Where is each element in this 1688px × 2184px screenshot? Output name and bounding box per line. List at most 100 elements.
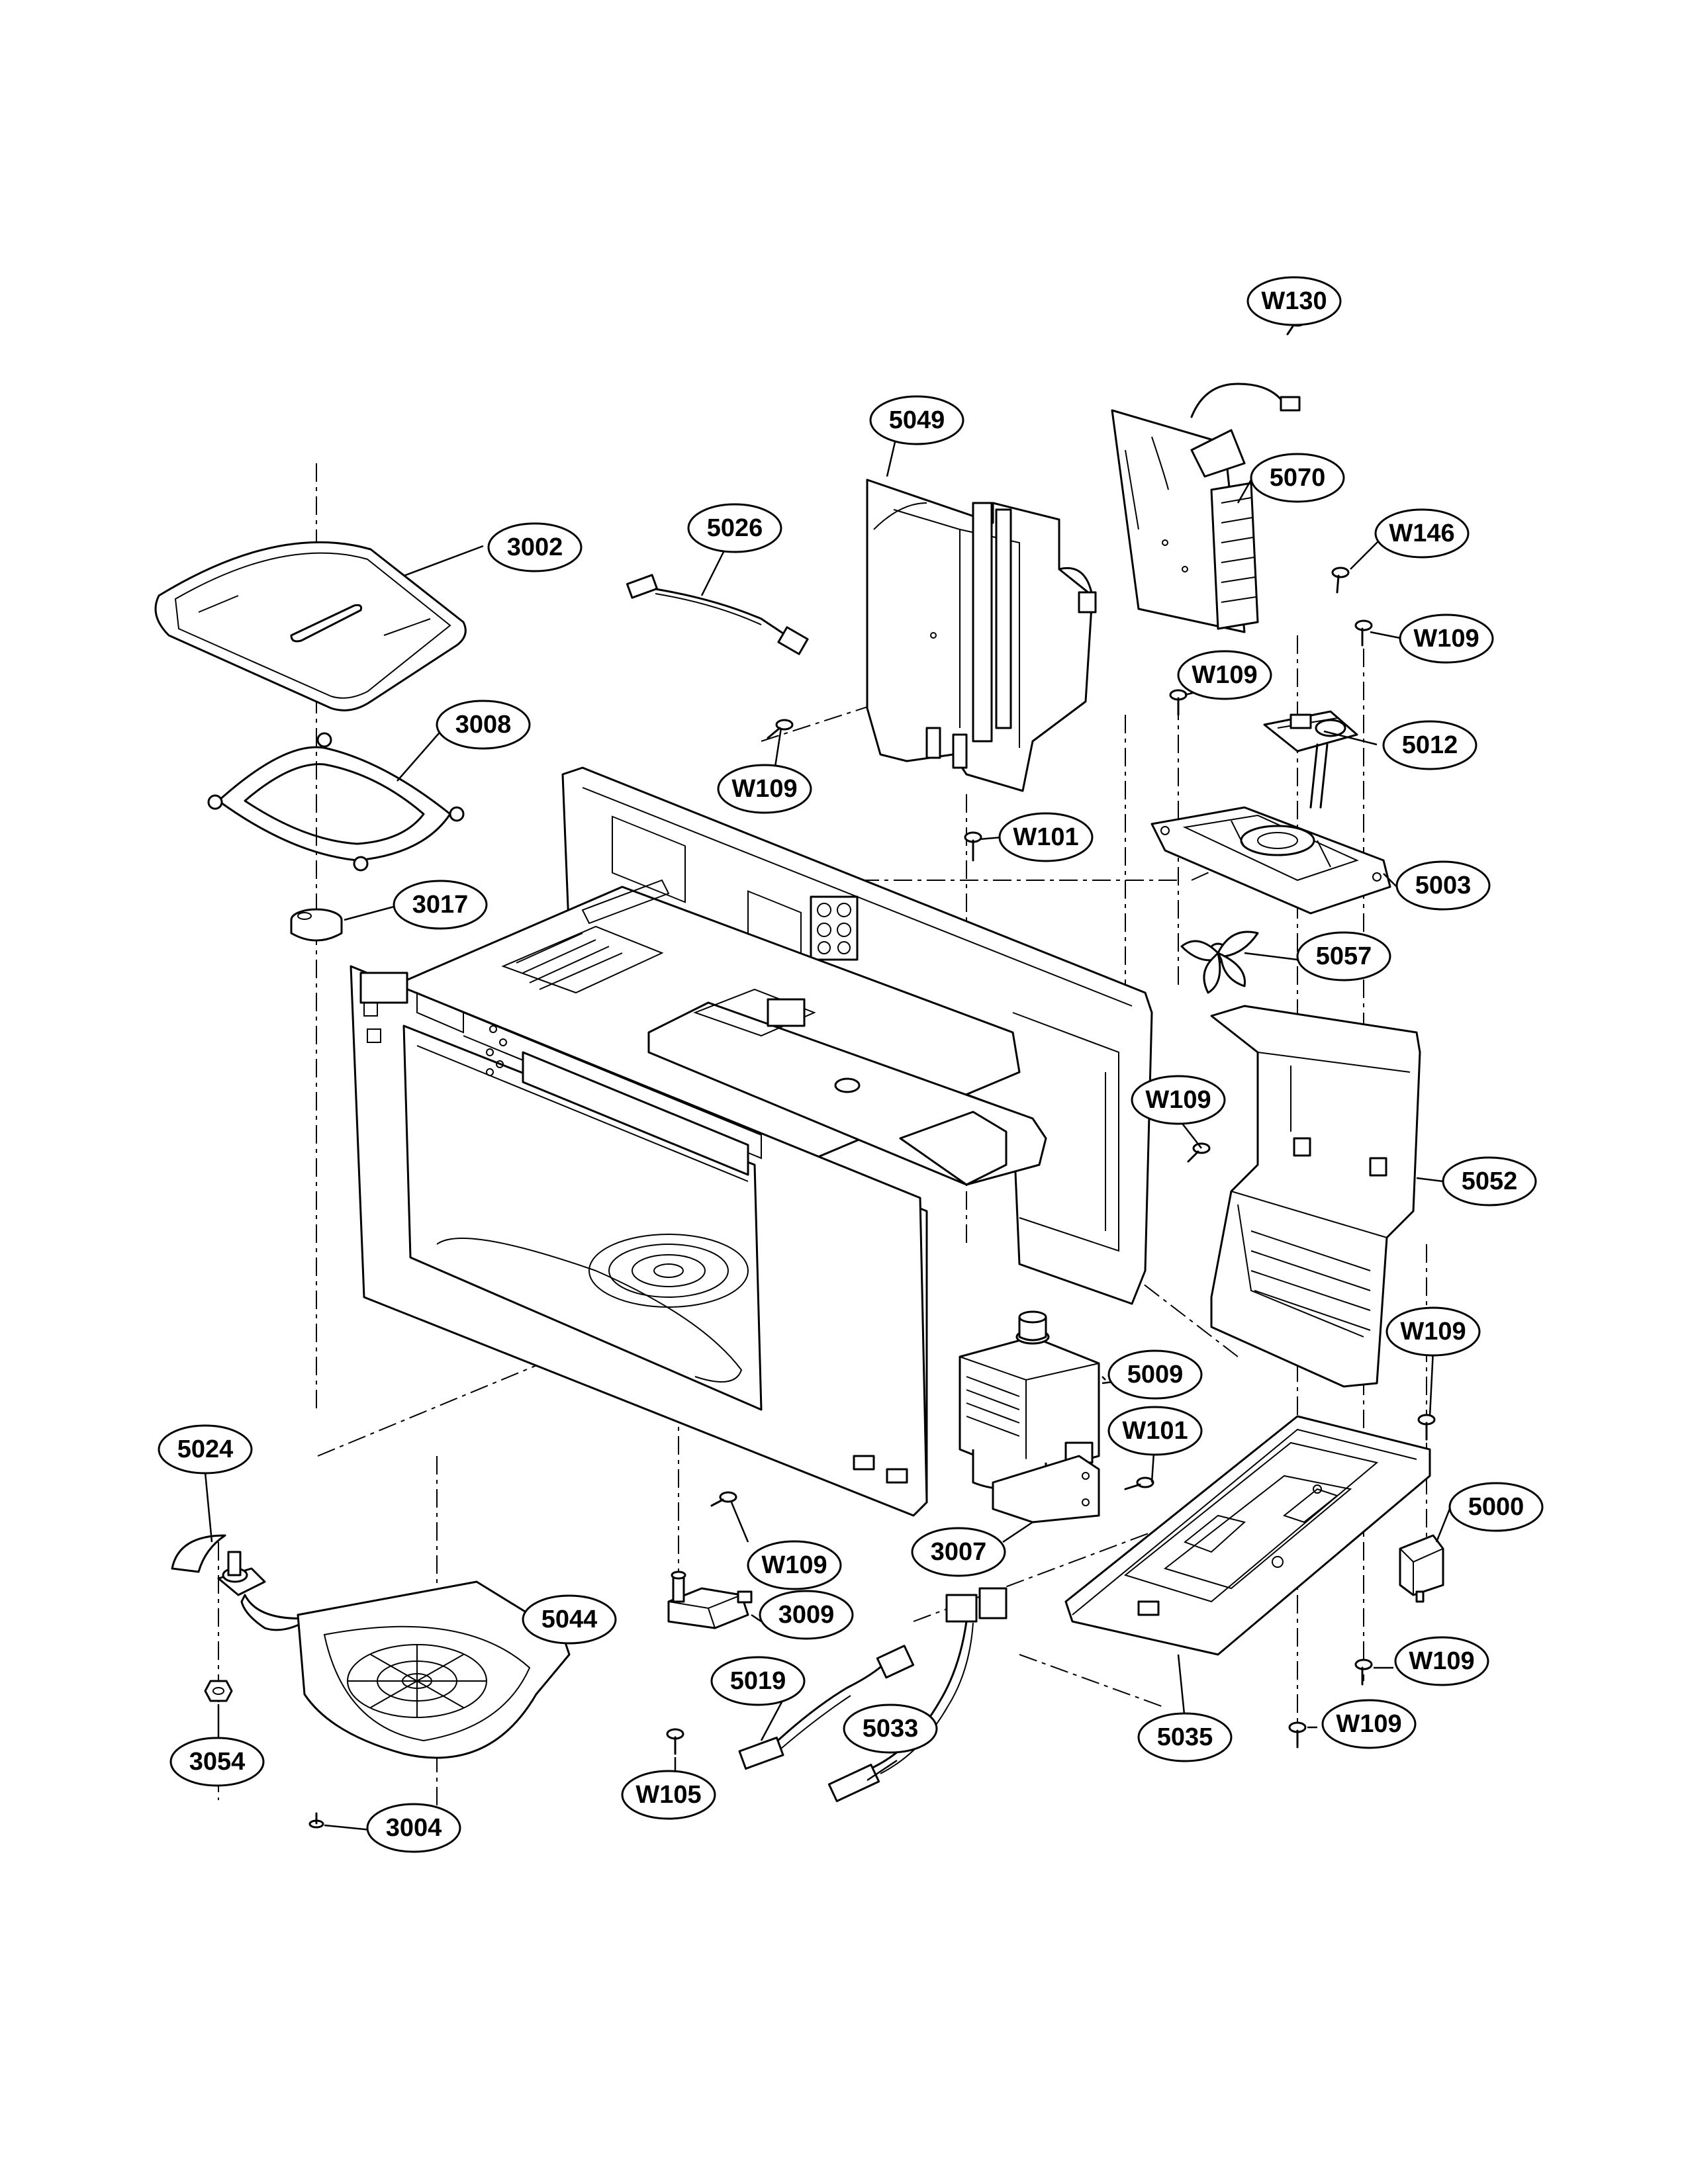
- callout-w109-d[interactable]: W109: [1131, 1075, 1226, 1125]
- glass-tray-3002: [154, 541, 467, 711]
- screw-w109-a: [1354, 619, 1373, 647]
- callout-5009[interactable]: 5009: [1107, 1349, 1203, 1400]
- fan-blade-5057: [1180, 931, 1259, 994]
- main-cavity: [350, 766, 1153, 1517]
- callout-w109-b[interactable]: W109: [1177, 650, 1272, 700]
- svg-text:5000: 5000: [1468, 1493, 1524, 1521]
- svg-text:5012: 5012: [1402, 731, 1458, 759]
- callout-5026[interactable]: 5026: [687, 503, 782, 553]
- callout-3004[interactable]: 3004: [366, 1803, 461, 1853]
- svg-text:3004: 3004: [386, 1814, 442, 1842]
- callout-w109-e[interactable]: W109: [1385, 1306, 1481, 1357]
- fan-bracket-5003: [1150, 806, 1391, 915]
- callout-w109-a[interactable]: W109: [1399, 614, 1494, 664]
- callout-3008[interactable]: 3008: [436, 700, 531, 750]
- screw-w105: [666, 1728, 684, 1755]
- stirrer-5024: [171, 1534, 312, 1631]
- callout-w105[interactable]: W105: [621, 1770, 716, 1820]
- magnetron-5009: [959, 1310, 1100, 1490]
- svg-text:W146: W146: [1389, 520, 1454, 547]
- callout-labels: W130 5049 5070 W146 W109 W109 3002 5026 …: [158, 276, 1544, 1853]
- callout-w130[interactable]: W130: [1246, 276, 1342, 326]
- screw-w101-a: [964, 831, 982, 862]
- svg-text:W109: W109: [1409, 1647, 1474, 1675]
- screw-w109-f: [710, 1491, 737, 1507]
- callout-5033[interactable]: 5033: [843, 1704, 938, 1754]
- screw-w109-h: [1288, 1721, 1307, 1749]
- callout-w109-c[interactable]: W109: [717, 764, 812, 814]
- callout-5000[interactable]: 5000: [1448, 1482, 1544, 1532]
- callout-w109-f[interactable]: W109: [747, 1540, 842, 1590]
- screw-3004: [308, 1812, 324, 1829]
- roller-ring-3008: [207, 732, 465, 872]
- callout-3054[interactable]: 3054: [169, 1737, 265, 1787]
- svg-text:W101: W101: [1122, 1417, 1188, 1445]
- svg-text:5070: 5070: [1270, 464, 1326, 492]
- svg-text:W130: W130: [1261, 287, 1327, 315]
- callout-5019[interactable]: 5019: [710, 1656, 806, 1706]
- svg-text:W109: W109: [761, 1551, 827, 1579]
- callout-5003[interactable]: 5003: [1395, 860, 1491, 911]
- svg-text:5009: 5009: [1127, 1361, 1184, 1388]
- svg-text:W109: W109: [1192, 661, 1257, 689]
- svg-text:W109: W109: [1336, 1710, 1401, 1738]
- stirrer-cover-5044: [297, 1580, 571, 1759]
- svg-text:5019: 5019: [730, 1667, 786, 1695]
- svg-text:3054: 3054: [189, 1748, 246, 1776]
- svg-text:W109: W109: [1400, 1318, 1466, 1345]
- wire-5019: [738, 1645, 915, 1770]
- screw-w109-e: [1417, 1414, 1436, 1441]
- callout-w109-h[interactable]: W109: [1321, 1699, 1417, 1749]
- svg-text:5052: 5052: [1462, 1167, 1518, 1195]
- svg-text:5049: 5049: [889, 406, 945, 434]
- screw-w146: [1331, 567, 1350, 594]
- svg-text:5003: 5003: [1415, 872, 1472, 899]
- screw-w109-c: [767, 719, 794, 739]
- svg-text:3009: 3009: [778, 1601, 835, 1629]
- screw-w109-d: [1187, 1142, 1211, 1163]
- svg-text:3017: 3017: [412, 891, 469, 919]
- callout-5057[interactable]: 5057: [1296, 931, 1391, 981]
- callout-5070[interactable]: 5070: [1250, 453, 1345, 503]
- sensor-5012: [1263, 710, 1358, 809]
- callout-5035[interactable]: 5035: [1137, 1712, 1233, 1762]
- duct-3007: [992, 1455, 1100, 1524]
- control-bracket-5049: [866, 478, 1097, 792]
- turntable-motor-3009: [667, 1570, 753, 1629]
- screw-w109-b: [1169, 689, 1188, 716]
- air-guide-5052: [1210, 1005, 1421, 1388]
- callout-5049[interactable]: 5049: [869, 395, 964, 445]
- callout-w101-b[interactable]: W101: [1107, 1406, 1203, 1456]
- coupler-3017: [290, 908, 343, 942]
- callout-w109-g[interactable]: W109: [1394, 1636, 1489, 1686]
- svg-text:5026: 5026: [707, 514, 763, 542]
- nut-3054: [204, 1680, 233, 1702]
- screws: [666, 315, 1436, 1755]
- callout-5012[interactable]: 5012: [1382, 720, 1477, 770]
- callout-5052[interactable]: 5052: [1442, 1156, 1537, 1206]
- callout-w101-a[interactable]: W101: [998, 812, 1094, 862]
- svg-text:5033: 5033: [863, 1715, 919, 1743]
- svg-text:3002: 3002: [507, 533, 563, 561]
- callout-3009[interactable]: 3009: [759, 1590, 854, 1640]
- callout-3017[interactable]: 3017: [393, 880, 488, 930]
- base-plate-5035: [1064, 1415, 1431, 1656]
- callout-5024[interactable]: 5024: [158, 1424, 253, 1475]
- svg-text:W101: W101: [1013, 823, 1078, 851]
- svg-text:W109: W109: [1413, 625, 1479, 653]
- svg-text:5057: 5057: [1316, 942, 1372, 970]
- harness-5026: [626, 574, 809, 655]
- leader-lines: [204, 320, 1451, 1831]
- power-module-5070: [1111, 383, 1301, 633]
- svg-text:5044: 5044: [541, 1606, 598, 1633]
- svg-text:5035: 5035: [1157, 1723, 1213, 1751]
- svg-text:W105: W105: [635, 1781, 701, 1809]
- callout-w146[interactable]: W146: [1374, 508, 1470, 559]
- connector-5000: [1399, 1534, 1444, 1603]
- svg-text:W109: W109: [1145, 1086, 1211, 1114]
- callout-3007[interactable]: 3007: [911, 1527, 1006, 1577]
- svg-text:3007: 3007: [931, 1538, 987, 1566]
- callout-5044[interactable]: 5044: [522, 1594, 617, 1645]
- callout-3002[interactable]: 3002: [487, 522, 583, 572]
